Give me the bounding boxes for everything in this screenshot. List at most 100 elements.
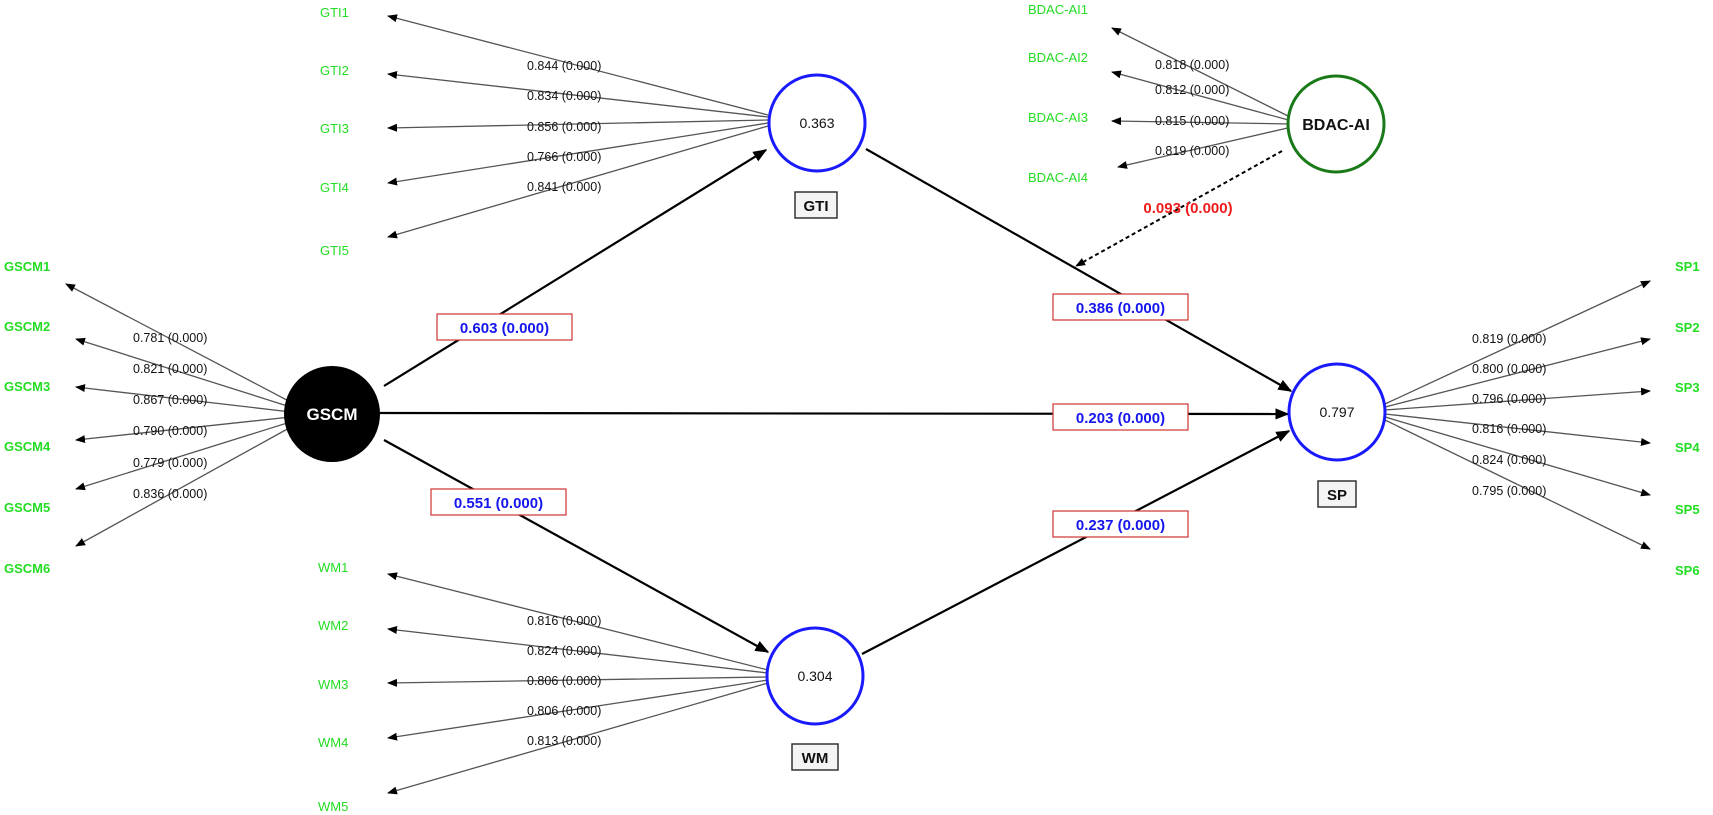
indicator-label-gti3: GTI3: [320, 121, 349, 136]
construct-r2-sp: 0.797: [1319, 404, 1354, 420]
indicator-label-sp6: SP6: [1675, 563, 1700, 578]
path-gscm-gti: [383, 149, 768, 387]
loading-value-gti4: 0.766 (0.000): [527, 150, 601, 164]
structural-paths: [379, 148, 1293, 655]
loading-value-wm4: 0.806 (0.000): [527, 704, 601, 718]
path-coefficients: 0.603 (0.000) 0.551 (0.000) 0.203 (0.000…: [430, 200, 1233, 538]
loading-value-bdac3: 0.815 (0.000): [1155, 114, 1229, 128]
loading-value-sp3: 0.796 (0.000): [1472, 392, 1546, 406]
indicator-labels: GTI1 GTI2 GTI3 GTI4 GTI5 WM1 WM2 WM3 WM4…: [4, 2, 1700, 814]
loading-value-wm2: 0.824 (0.000): [527, 644, 601, 658]
indicator-label-bdac4: BDAC-AI4: [1028, 170, 1088, 185]
path-wm-sp: [861, 430, 1291, 655]
path-coefficient-box-wm-sp: [1052, 510, 1189, 538]
loading-value-gti1: 0.844 (0.000): [527, 59, 601, 73]
path-bdac-moderation: [1075, 150, 1283, 267]
loading-value-wm3: 0.806 (0.000): [527, 674, 601, 688]
loading-arrow-wm4: [387, 679, 769, 741]
path-coefficient-box-gscm-sp: [1052, 403, 1189, 431]
loading-value-bdac4: 0.819 (0.000): [1155, 144, 1229, 158]
loading-arrow-bdac1: [1111, 27, 1293, 119]
construct-name-gti: GTI: [804, 198, 829, 215]
loading-arrow-wm2: [387, 626, 769, 674]
indicator-label-sp2: SP2: [1675, 320, 1700, 335]
loading-arrow-bdac4: [1117, 126, 1293, 169]
loading-arrow-gscm4: [75, 415, 301, 444]
path-coefficient-gscm-sp: 0.203 (0.000): [1076, 410, 1165, 427]
loading-value-sp4: 0.816 (0.000): [1472, 422, 1546, 436]
loading-value-bdac2: 0.812 (0.000): [1155, 83, 1229, 97]
indicator-label-gti4: GTI4: [320, 180, 349, 195]
loading-value-sp5: 0.824 (0.000): [1472, 453, 1546, 467]
indicator-label-gscm2: GSCM2: [4, 319, 50, 334]
loading-arrow-sp4: [1384, 413, 1651, 446]
construct-gscm[interactable]: GSCM: [284, 366, 380, 462]
path-coefficient-wm-sp: 0.237 (0.000): [1076, 517, 1165, 534]
loading-arrow-wm1: [387, 572, 769, 671]
loading-value-gti5: 0.841 (0.000): [527, 180, 601, 194]
construct-circle-bdac: [1286, 74, 1386, 174]
loading-value-gscm2: 0.821 (0.000): [133, 362, 207, 376]
construct-wm[interactable]: 0.304 WM: [765, 626, 865, 771]
loading-arrow-gti5: [387, 125, 769, 239]
indicator-label-wm4: WM4: [318, 735, 348, 750]
construct-bdac[interactable]: BDAC-AI: [1286, 74, 1386, 174]
path-coefficient-box-gscm-gti: [436, 313, 573, 341]
loading-arrow-sp6: [1384, 419, 1651, 550]
path-gti-sp: [865, 148, 1293, 392]
loading-value-wm5: 0.813 (0.000): [527, 734, 601, 748]
indicator-label-bdac1: BDAC-AI1: [1028, 2, 1088, 17]
loading-value-gti3: 0.856 (0.000): [527, 120, 601, 134]
indicator-label-sp3: SP3: [1675, 380, 1700, 395]
construct-circle-gti: [767, 73, 867, 173]
indicator-label-wm5: WM5: [318, 799, 348, 814]
loading-value-gscm5: 0.779 (0.000): [133, 456, 207, 470]
loading-value-gscm4: 0.790 (0.000): [133, 424, 207, 438]
path-coefficient-box-gti-sp: [1052, 293, 1189, 321]
loading-arrow-bdac3: [1111, 117, 1293, 126]
construct-sp[interactable]: 0.797 SP: [1287, 362, 1387, 508]
indicator-label-bdac2: BDAC-AI2: [1028, 50, 1088, 65]
indicator-label-sp1: SP1: [1675, 259, 1700, 274]
indicator-label-bdac3: BDAC-AI3: [1028, 110, 1088, 125]
indicator-label-wm1: WM1: [318, 560, 348, 575]
loading-arrow-bdac2: [1111, 70, 1293, 122]
loading-value-gscm1: 0.781 (0.000): [133, 331, 207, 345]
indicator-label-gscm5: GSCM5: [4, 500, 50, 515]
loading-arrow-gti4: [387, 122, 769, 186]
moderation-coefficient-bdac: 0.093 (0.000): [1143, 200, 1232, 217]
outer-loading-arrows: [65, 14, 1651, 795]
path-gscm-wm: [383, 439, 770, 653]
construct-name-box-wm: [791, 743, 839, 771]
path-coefficient-gscm-gti: 0.603 (0.000): [460, 320, 549, 337]
indicator-label-sp5: SP5: [1675, 502, 1700, 517]
loading-value-bdac1: 0.818 (0.000): [1155, 58, 1229, 72]
loading-arrow-gscm5: [75, 418, 301, 491]
constructs: 0.363 GTI 0.304 WM 0.797 SP GSCM BDAC-AI: [284, 73, 1387, 771]
indicator-label-gti1: GTI1: [320, 5, 349, 20]
loading-values: 0.844 (0.000) 0.834 (0.000) 0.856 (0.000…: [133, 58, 1546, 748]
construct-gti[interactable]: 0.363 GTI: [767, 73, 867, 219]
loading-value-wm1: 0.816 (0.000): [527, 614, 601, 628]
loading-arrow-gti1: [387, 14, 769, 116]
path-coefficient-gti-sp: 0.386 (0.000): [1076, 300, 1165, 317]
indicator-label-wm3: WM3: [318, 677, 348, 692]
loading-arrow-sp5: [1384, 416, 1651, 497]
indicator-label-gti2: GTI2: [320, 63, 349, 78]
loading-arrow-wm3: [387, 676, 769, 687]
construct-name-gscm: GSCM: [307, 405, 358, 424]
indicator-label-gscm3: GSCM3: [4, 379, 50, 394]
loading-arrow-wm5: [387, 682, 769, 795]
construct-circle-wm: [765, 626, 865, 726]
path-coefficient-gscm-wm: 0.551 (0.000): [454, 495, 543, 512]
indicator-label-gscm6: GSCM6: [4, 561, 50, 576]
loading-value-sp1: 0.819 (0.000): [1472, 332, 1546, 346]
construct-name-box-sp: [1317, 480, 1357, 508]
indicator-label-wm2: WM2: [318, 618, 348, 633]
loading-arrow-gscm2: [75, 337, 301, 411]
loading-arrow-gti3: [387, 119, 769, 132]
indicator-label-gscm1: GSCM1: [4, 259, 50, 274]
construct-name-box-gti: [794, 191, 838, 219]
loading-value-gscm6: 0.836 (0.000): [133, 487, 207, 501]
